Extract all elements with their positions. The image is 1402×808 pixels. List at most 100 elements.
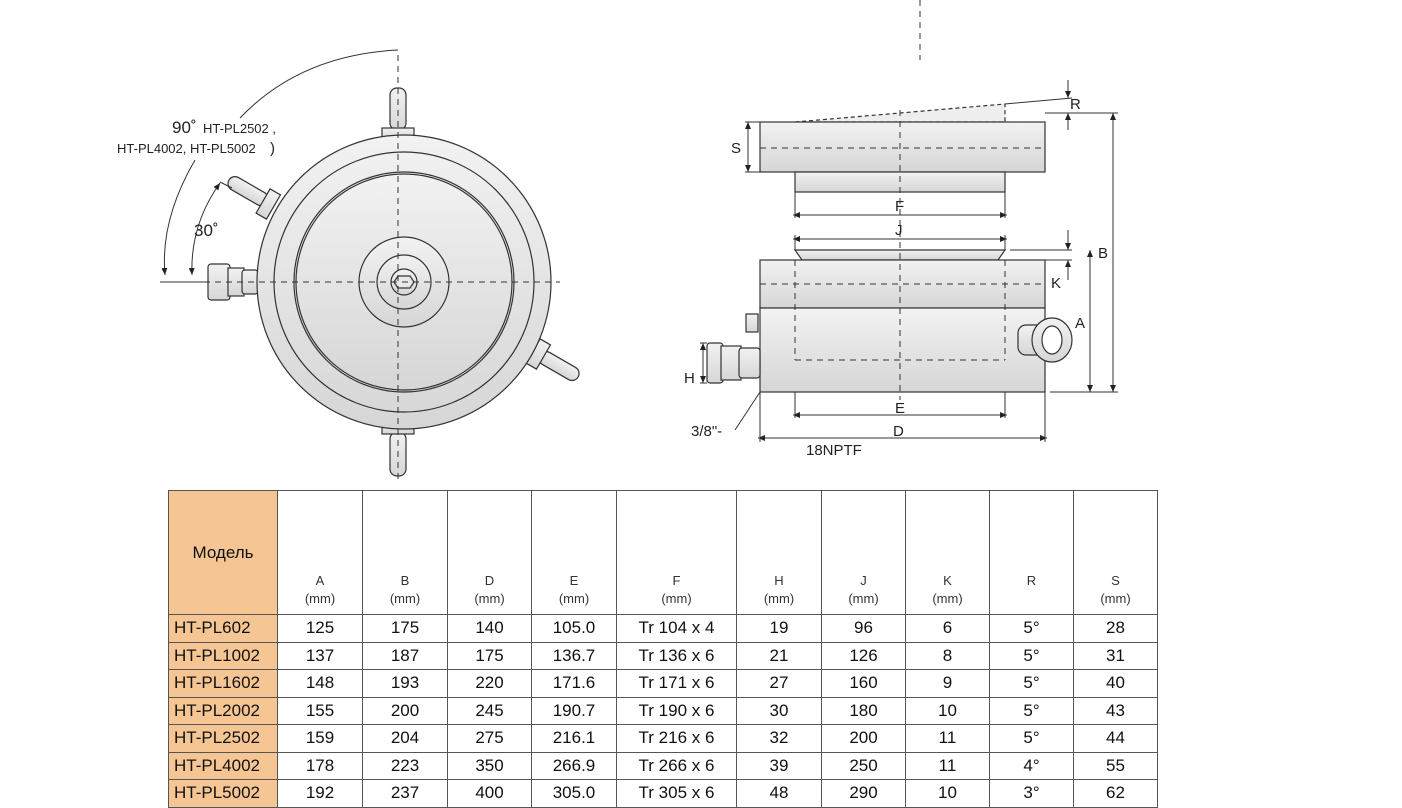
value-cell-S: 43 xyxy=(1073,696,1158,725)
dim-S: S xyxy=(731,140,741,157)
column-unit: (mm) xyxy=(848,591,879,606)
coupler-side-icon xyxy=(706,313,761,384)
value-cell-J: 126 xyxy=(821,641,906,670)
column-name: D xyxy=(484,573,495,588)
column-header-S: S (mm) xyxy=(1073,490,1158,615)
value-cell-K: 11 xyxy=(905,751,990,780)
value-cell-B: 237 xyxy=(362,779,448,808)
value-cell-B: 204 xyxy=(362,724,448,753)
value-cell-S: 40 xyxy=(1073,669,1158,698)
column-unit: (mm) xyxy=(1100,591,1131,606)
value-cell-R: 5° xyxy=(989,669,1074,698)
angle-90-label: 90˚ xyxy=(172,118,197,137)
model-cell: HT-PL2502 xyxy=(168,724,278,753)
value-cell-B: 187 xyxy=(362,641,448,670)
column-header-B: B(mm) xyxy=(362,490,448,615)
value-cell-F: Tr 216 x 6 xyxy=(616,724,737,753)
angle-90-models-1: HT-PL2502 , xyxy=(203,121,276,136)
side-view xyxy=(706,103,1073,393)
column-name: S xyxy=(1111,573,1120,588)
value-cell-F: Tr 190 x 6 xyxy=(616,696,737,725)
lifting-eye-icon xyxy=(1017,317,1073,363)
column-unit: (mm) xyxy=(558,591,590,606)
value-cell-F: Tr 266 x 6 xyxy=(616,751,737,780)
value-cell-B: 223 xyxy=(362,751,448,780)
value-cell-S: 31 xyxy=(1073,641,1158,670)
value-cell-R: 5° xyxy=(989,724,1074,753)
model-cell: HT-PL1002 xyxy=(168,641,278,670)
model-cell: HT-PL602 xyxy=(168,614,278,643)
value-cell-D: 140 xyxy=(447,614,532,643)
column-unit: (mm) xyxy=(763,591,795,606)
value-cell-K: 11 xyxy=(905,724,990,753)
dim-E: E xyxy=(895,400,905,417)
value-cell-A: 148 xyxy=(277,669,363,698)
value-cell-A: 125 xyxy=(277,614,363,643)
value-cell-J: 250 xyxy=(821,751,906,780)
column-unit xyxy=(990,590,1073,608)
column-unit: (mm) xyxy=(389,591,421,606)
dim-K: K xyxy=(1051,275,1061,292)
dimension-table: Модель A(mm)B(mm)D(mm)E(mm)F(mm)H(mm)J(m… xyxy=(168,490,1158,808)
model-header: Модель xyxy=(168,490,278,615)
thread-label-1: 3/8"- xyxy=(691,423,722,440)
value-cell-K: 10 xyxy=(905,779,990,808)
value-cell-E: 171.6 xyxy=(531,669,617,698)
value-cell-H: 27 xyxy=(736,669,822,698)
value-cell-S: 62 xyxy=(1073,779,1158,808)
column-name: J xyxy=(860,573,867,588)
column-header-H: H (mm) xyxy=(736,490,822,615)
column-header-K: K (mm) xyxy=(905,490,990,615)
model-cell: HT-PL5002 xyxy=(168,779,278,808)
value-cell-R: 5° xyxy=(989,696,1074,725)
value-cell-D: 350 xyxy=(447,751,532,780)
column-name: F xyxy=(672,573,681,588)
dim-J: J xyxy=(895,222,903,239)
value-cell-B: 193 xyxy=(362,669,448,698)
value-cell-K: 10 xyxy=(905,696,990,725)
column-name: E xyxy=(569,573,579,588)
value-cell-E: 216.1 xyxy=(531,724,617,753)
value-cell-F: Tr 171 x 6 xyxy=(616,669,737,698)
value-cell-F: Tr 104 x 4 xyxy=(616,614,737,643)
value-cell-H: 39 xyxy=(736,751,822,780)
column-header-E: E (mm) xyxy=(531,490,617,615)
value-cell-S: 44 xyxy=(1073,724,1158,753)
dim-A: A xyxy=(1075,315,1085,332)
column-header-F: F(mm) xyxy=(616,490,737,615)
column-name: K xyxy=(943,573,952,588)
value-cell-E: 266.9 xyxy=(531,751,617,780)
dim-R: R xyxy=(1070,96,1081,113)
value-cell-E: 305.0 xyxy=(531,779,617,808)
value-cell-R: 5° xyxy=(989,641,1074,670)
value-cell-F: Tr 136 x 6 xyxy=(616,641,737,670)
column-unit: (mm) xyxy=(932,591,963,606)
column-name: H xyxy=(774,573,784,588)
angle-90-models-2: HT-PL4002, HT-PL5002 xyxy=(117,141,256,156)
value-cell-R: 5° xyxy=(989,614,1074,643)
saddle-cap xyxy=(759,121,1046,173)
value-cell-E: 190.7 xyxy=(531,696,617,725)
value-cell-R: 4° xyxy=(989,751,1074,780)
technical-drawing: 90˚ HT-PL2502 , HT-PL4002, HT-PL5002 ) 3… xyxy=(117,0,1118,480)
dim-B: B xyxy=(1098,245,1108,262)
model-cell: HT-PL2002 xyxy=(168,696,278,725)
value-cell-A: 137 xyxy=(277,641,363,670)
value-cell-H: 48 xyxy=(736,779,822,808)
value-cell-E: 105.0 xyxy=(531,614,617,643)
angle-30-label: 30˚ xyxy=(194,221,219,240)
column-name: A xyxy=(315,573,325,588)
value-cell-D: 275 xyxy=(447,724,532,753)
value-cell-K: 6 xyxy=(905,614,990,643)
value-cell-A: 192 xyxy=(277,779,363,808)
value-cell-F: Tr 305 x 6 xyxy=(616,779,737,808)
value-cell-J: 290 xyxy=(821,779,906,808)
value-cell-D: 400 xyxy=(447,779,532,808)
value-cell-S: 28 xyxy=(1073,614,1158,643)
